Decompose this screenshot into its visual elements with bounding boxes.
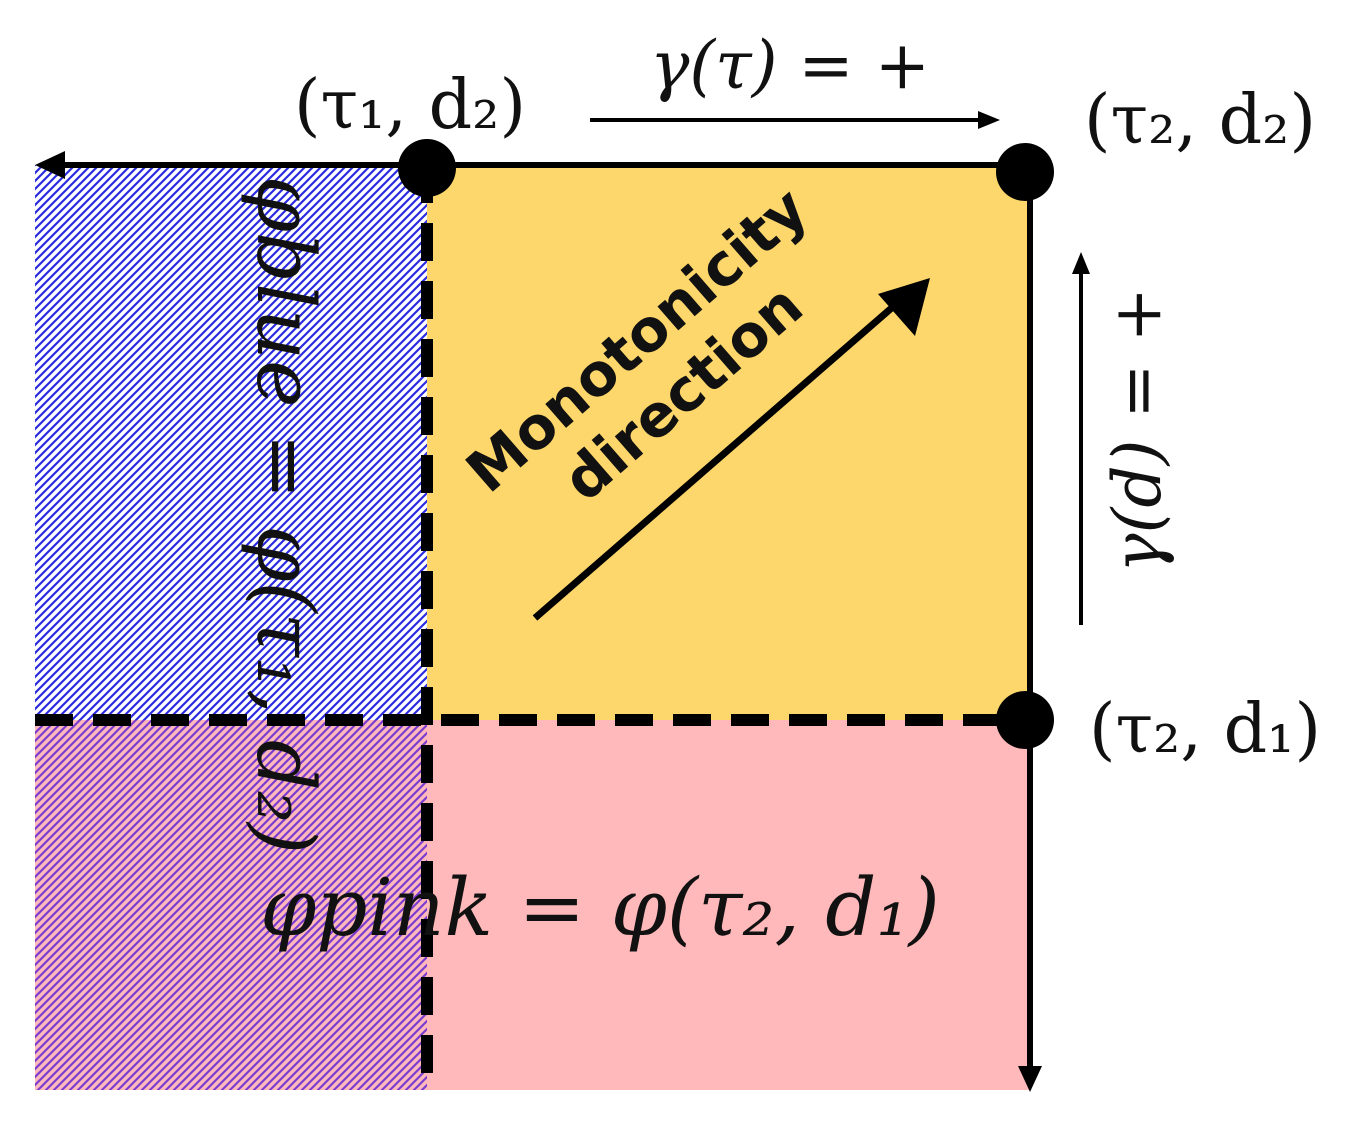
point-tau2-d2 bbox=[996, 143, 1054, 201]
monotonicity-arrow bbox=[532, 302, 898, 621]
purple-hatched-region bbox=[35, 720, 427, 1090]
gamma-d-label: γ(d) = + bbox=[1099, 287, 1176, 573]
down-arrowhead bbox=[1018, 1066, 1042, 1092]
yellow-region bbox=[427, 165, 1030, 720]
label-tau1-d2: (τ₁, d₂) bbox=[294, 66, 526, 145]
point-tau1-d2 bbox=[398, 139, 456, 197]
label-tau2-d1: (τ₂, d₁) bbox=[1089, 690, 1321, 769]
label-tau2-d2: (τ₂, d₂) bbox=[1084, 81, 1316, 160]
blue-hatched-region bbox=[35, 165, 427, 720]
left-arrowhead bbox=[35, 151, 65, 179]
pink-region bbox=[427, 720, 1030, 1090]
gamma-d-arrowhead bbox=[1072, 252, 1090, 274]
gamma-tau-arrowhead bbox=[978, 111, 1000, 129]
point-tau2-d1 bbox=[996, 691, 1054, 749]
monotonicity-arrowhead bbox=[878, 278, 930, 336]
phi-blue-label: φblue = φ(τ₁, d₂) bbox=[239, 176, 332, 854]
phi-pink-label: φpink = φ(τ₂, d₁) bbox=[260, 861, 940, 954]
gamma-tau-label: γ(τ) = + bbox=[650, 27, 930, 104]
